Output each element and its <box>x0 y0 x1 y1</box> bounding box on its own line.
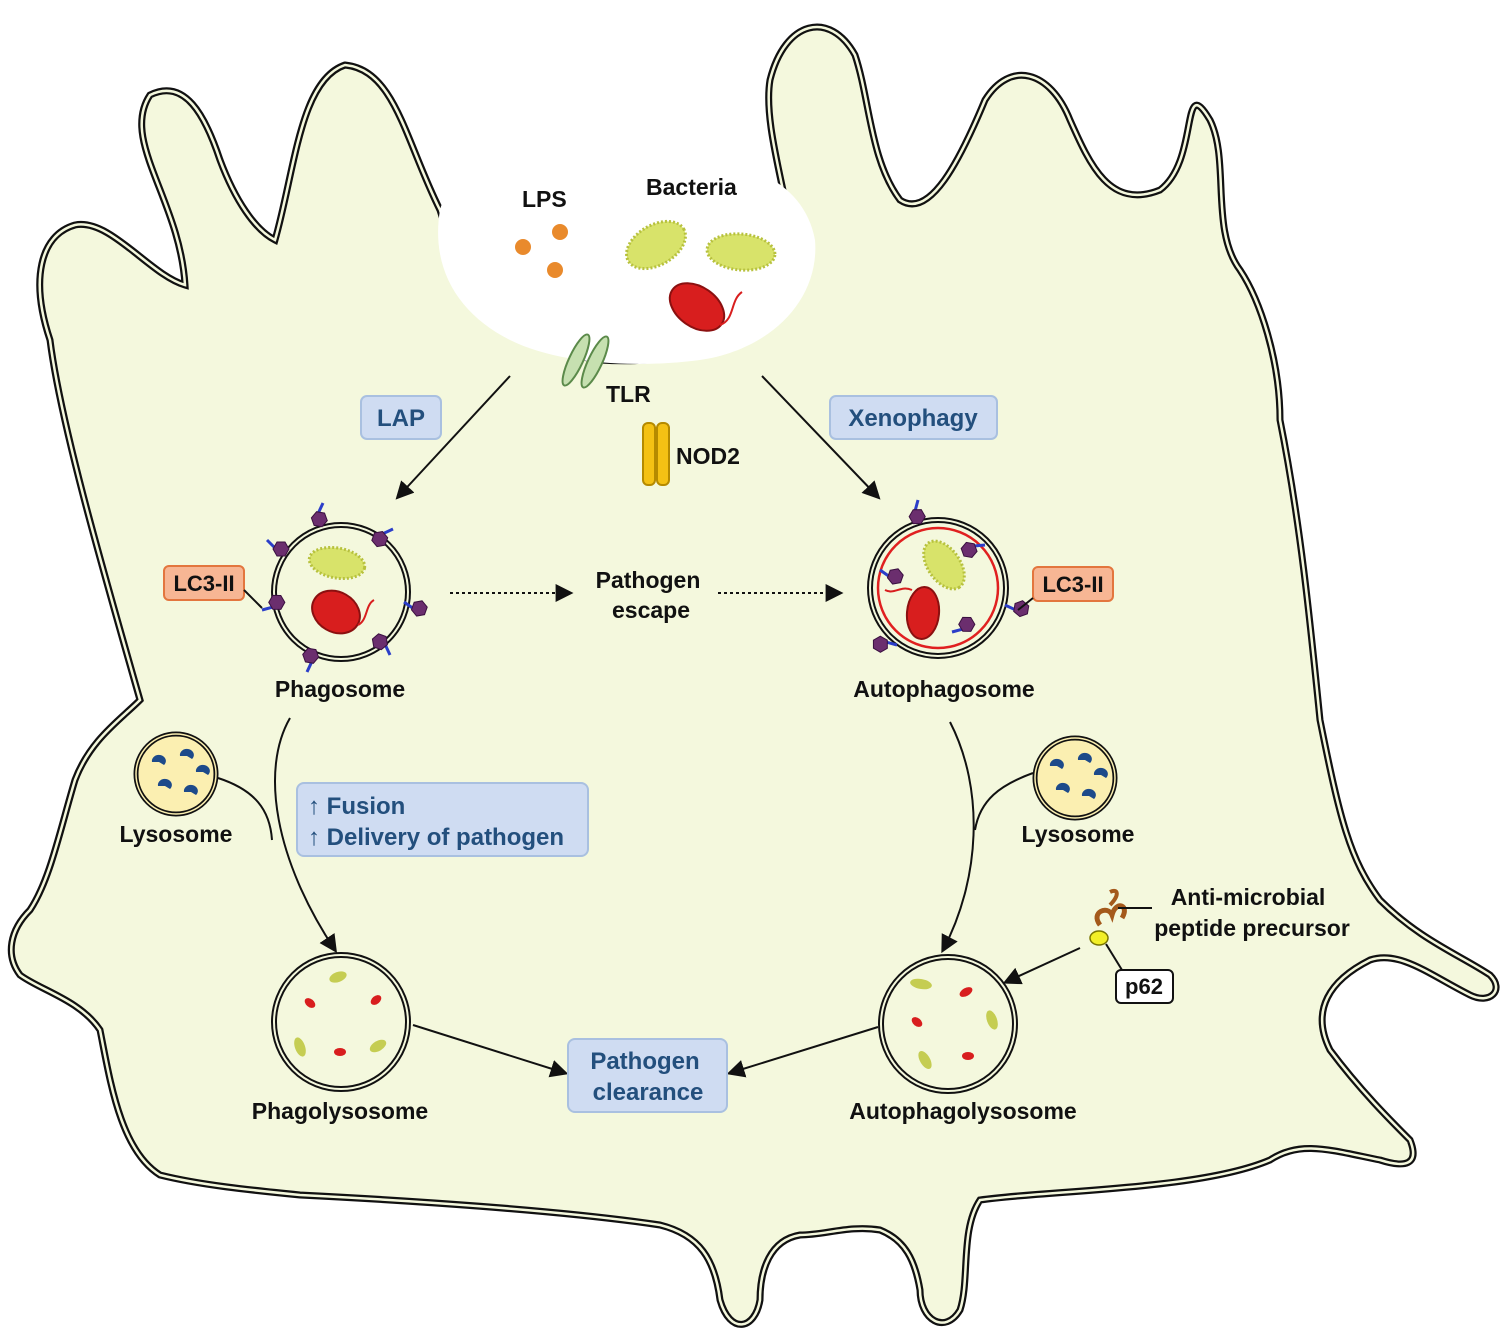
pathogen-escape-label-2: escape <box>612 597 690 623</box>
lc3-box-left <box>163 565 245 601</box>
bacteria-label: Bacteria <box>646 174 737 200</box>
lps-particle <box>515 239 531 255</box>
nod2-label: NOD2 <box>676 443 740 469</box>
autophagosome-label: Autophagosome <box>853 676 1034 702</box>
lysosome-right-connector <box>974 772 1034 831</box>
lap-label: LAP <box>377 405 425 432</box>
autophagosome-to-autophagolysosome-path <box>941 721 975 954</box>
fusion-box <box>296 782 589 857</box>
red-bacterium-flagellum <box>719 291 743 326</box>
lc3-box-right <box>1032 566 1114 602</box>
nod2-receptor <box>642 422 670 486</box>
p62-label: p62 <box>1125 974 1163 999</box>
p62-marker <box>1089 930 1109 946</box>
phagosome <box>260 501 430 674</box>
arrow-autophagolysosome-to-clearance <box>726 1026 879 1078</box>
lc3-pointer-right <box>1017 597 1034 611</box>
arrow-to-autophagosome <box>761 375 881 500</box>
lysosome-left-connector <box>217 777 273 841</box>
lc3-label-right: LC3-II <box>1042 572 1103 597</box>
lap-box <box>360 395 442 440</box>
phagosome-to-phagolysosome-path <box>274 717 337 953</box>
lps-label: LPS <box>522 186 567 212</box>
lc3-label-left: LC3-II <box>173 571 234 596</box>
pathogen-escape-label-1: Pathogen <box>596 567 701 593</box>
autophagosome <box>867 498 1033 659</box>
amp-label-1: Anti-microbial <box>1171 884 1326 910</box>
clearance-label-2: clearance <box>593 1079 704 1106</box>
lps-particle <box>547 262 563 278</box>
clearance-box <box>567 1038 728 1113</box>
amp-label-2: peptide precursor <box>1154 915 1350 941</box>
phagosome-label: Phagosome <box>275 676 405 702</box>
lc3-pointer-left <box>243 589 263 609</box>
lps-particle <box>552 224 568 240</box>
tlr-label: TLR <box>606 381 651 407</box>
clearance-label-1: Pathogen <box>590 1048 699 1075</box>
arrow-to-phagosome <box>395 375 511 500</box>
lysosome-right <box>1032 735 1118 821</box>
xenophagy-label: Xenophagy <box>848 405 978 432</box>
lysosome-left <box>133 731 219 817</box>
autophagolysosome <box>878 954 1018 1094</box>
p62-arrow <box>1002 947 1081 985</box>
lysosome-label-right: Lysosome <box>1022 821 1135 847</box>
delivery-label: ↑ Delivery of pathogen <box>308 824 564 851</box>
phagolysosome <box>271 952 411 1092</box>
phagolysosome-label: Phagolysosome <box>252 1098 428 1124</box>
lysosome-label-left: Lysosome <box>120 821 233 847</box>
fusion-label: ↑ Fusion <box>308 793 405 820</box>
arrow-phagolysosome-to-clearance <box>412 1024 569 1078</box>
p62-connector <box>1105 943 1123 971</box>
green-bacterium <box>705 232 777 272</box>
autophagolysosome-label: Autophagolysosome <box>849 1098 1076 1124</box>
amp-precursor-icon <box>1094 888 1152 927</box>
tlr-receptor <box>561 333 610 389</box>
green-bacterium <box>625 219 687 271</box>
xenophagy-box <box>829 395 998 440</box>
p62-box <box>1115 969 1174 1004</box>
